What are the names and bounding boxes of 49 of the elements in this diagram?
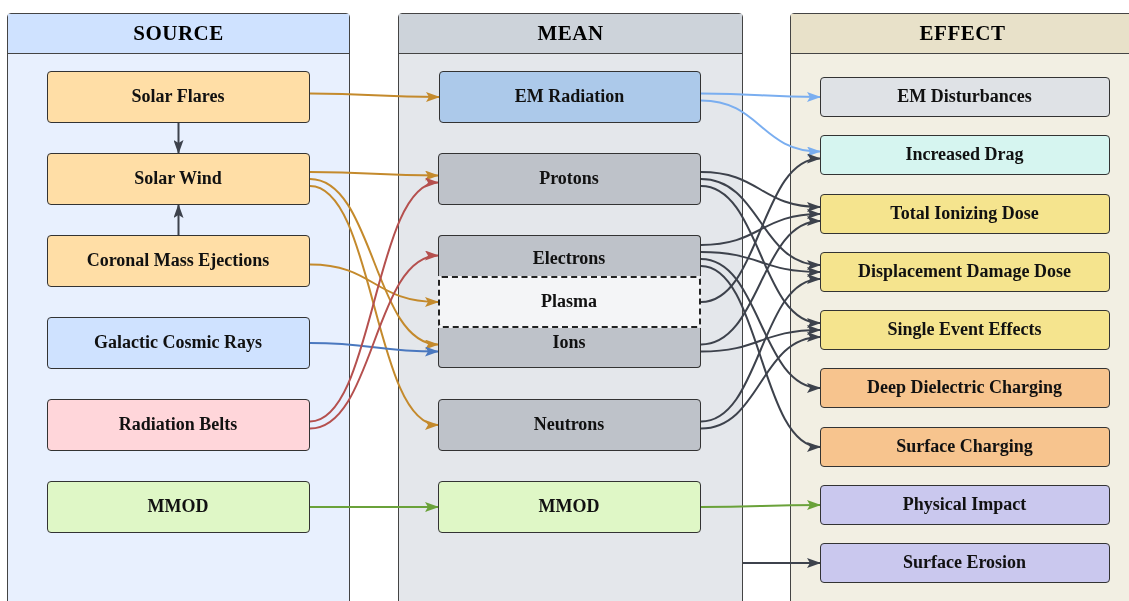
process-box: Solar Flares	[46, 70, 310, 123]
arrow	[309, 91, 440, 102]
process-box: Increased Drag	[819, 134, 1110, 175]
column-panel	[7, 13, 350, 601]
arrow	[742, 558, 821, 568]
arrow	[700, 99, 821, 156]
arrow	[700, 333, 821, 430]
process-box: Single Event Effects	[819, 309, 1110, 350]
arrow	[700, 276, 821, 423]
arrow	[700, 91, 821, 102]
arrow	[700, 209, 821, 246]
arrow	[700, 185, 821, 326]
process-box: Radiation Belts	[46, 398, 310, 451]
process-box: Surface Charging	[819, 426, 1110, 467]
column-panel	[398, 13, 743, 601]
column-header: EFFECT	[791, 14, 1129, 54]
process-box: Surface Erosion	[819, 542, 1110, 583]
process-box: Deep Dielectric Charging	[819, 367, 1110, 408]
arrow	[700, 500, 821, 511]
process-box: Galactic Cosmic Rays	[46, 316, 310, 369]
arrow	[309, 170, 439, 181]
arrow	[700, 251, 821, 277]
arrow	[173, 204, 184, 236]
process-box: EM Radiation	[438, 70, 701, 123]
process-box: Physical Impact	[819, 484, 1110, 525]
arrow	[700, 218, 821, 346]
process-box: EM Disturbances	[819, 76, 1110, 117]
process-box: Total Ionizing Dose	[819, 193, 1110, 234]
column-header: SOURCE	[8, 14, 349, 54]
arrow	[309, 502, 439, 512]
arrow	[700, 156, 821, 303]
process-box: MMOD	[437, 480, 701, 533]
process-box: Coronal Mass Ejections	[46, 234, 310, 287]
process-box: Solar Wind	[46, 152, 310, 205]
arrow	[700, 325, 821, 353]
process-box: Electrons	[437, 234, 701, 276]
process-box: Ions	[437, 327, 701, 368]
process-box: Neutrons	[437, 398, 701, 451]
process-box: Protons	[437, 152, 701, 205]
dashed-group-box: Plasma	[437, 275, 701, 328]
arrow	[700, 178, 821, 269]
column-header: MEAN	[399, 14, 742, 54]
column-panel	[790, 13, 1129, 601]
arrow	[700, 265, 821, 449]
arrow	[173, 122, 184, 154]
arrow	[700, 258, 821, 391]
process-box: MMOD	[46, 480, 310, 533]
arrow	[700, 171, 821, 212]
process-box: Displacement Damage Dose	[819, 251, 1110, 292]
